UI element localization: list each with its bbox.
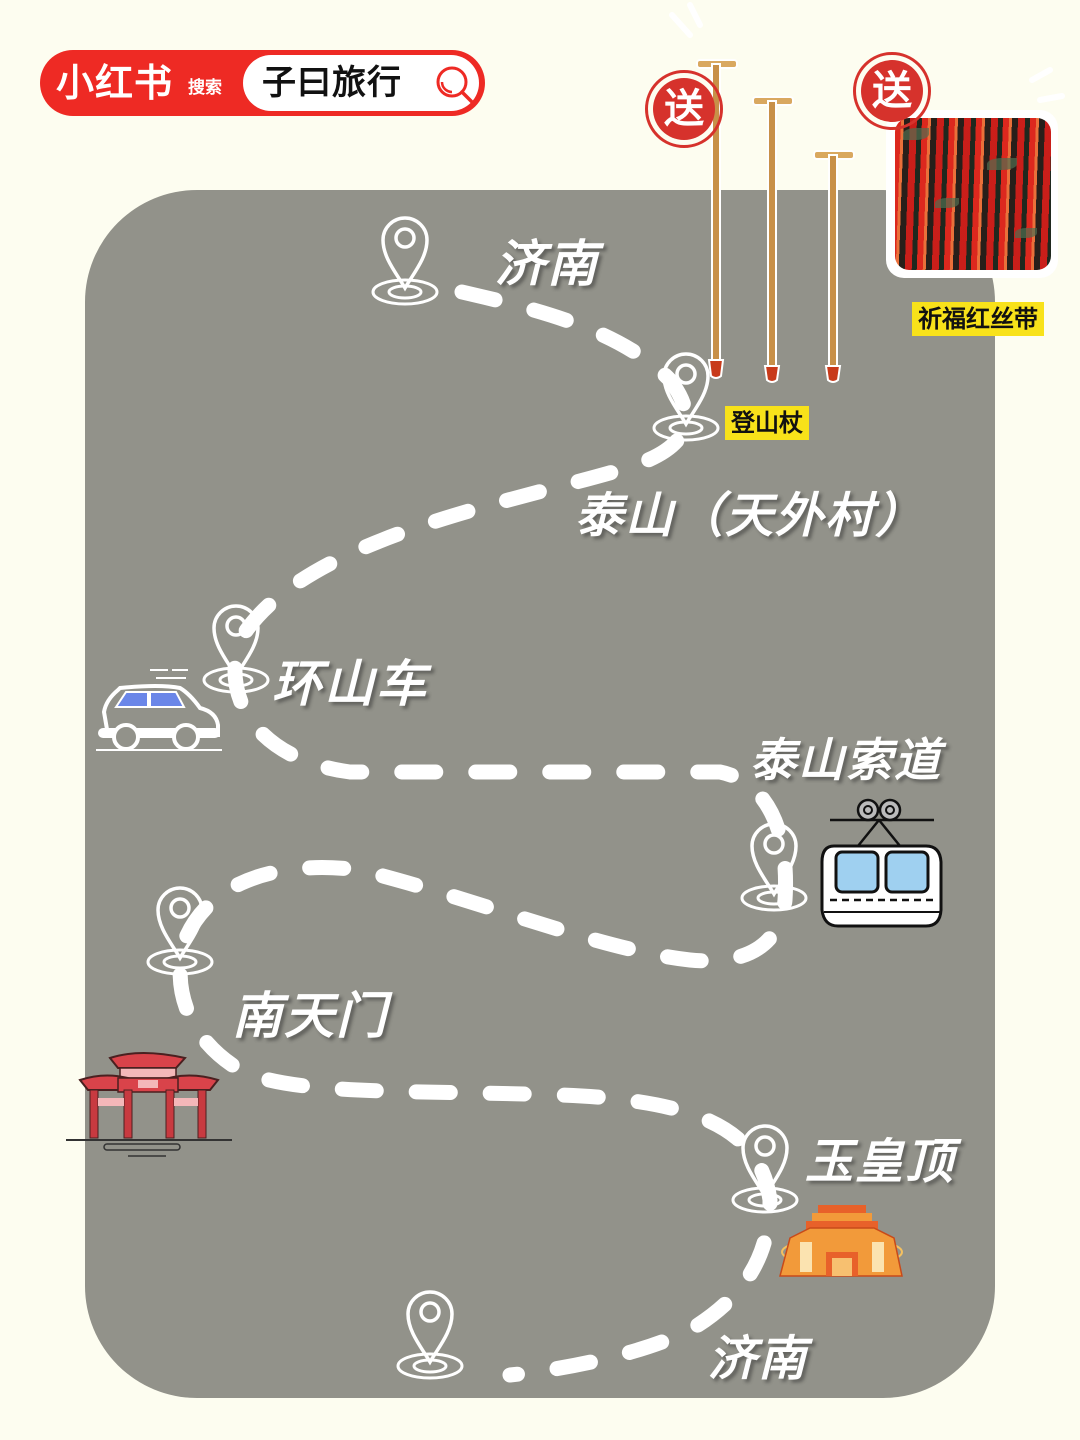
trekking-pole-icon	[696, 59, 738, 379]
search-box[interactable]	[243, 55, 479, 111]
brand-search-label: 搜索	[188, 78, 222, 98]
ribbon-tag: 祈福红丝带	[912, 302, 1044, 336]
brand-name: 小红书	[56, 61, 174, 105]
place-label-taishan-tianwaicun: 泰山（天外村）	[575, 488, 926, 544]
place-label-taishan-suodao: 泰山索道	[750, 733, 942, 787]
location-pin-icon	[146, 886, 214, 976]
trekking-pole-tag: 登山杖	[725, 406, 809, 440]
gift-stamp-label: 送	[653, 78, 715, 140]
place-label-jinan-start: 济南	[495, 235, 599, 293]
trekking-pole-icon	[752, 96, 794, 383]
gift-stamp-pole: 送	[645, 70, 723, 148]
place-label-yuhuangding: 玉皇顶	[805, 1134, 956, 1190]
route-path	[172, 284, 794, 1383]
location-pin-icon	[396, 1290, 464, 1380]
car-icon	[96, 669, 222, 751]
cable-car-icon	[820, 798, 943, 928]
chinese-gate-icon	[66, 1052, 232, 1157]
place-label-huanshanche: 环山车	[272, 655, 428, 713]
map-panel	[85, 190, 995, 1398]
location-pin-icon	[740, 822, 808, 912]
location-pin-icon	[371, 216, 439, 306]
sparkle-icon	[669, 2, 1065, 103]
search-query[interactable]: 子曰旅行	[262, 63, 402, 103]
gift-stamp-label: 送	[861, 60, 923, 122]
place-label-nantianmen: 南天门	[232, 987, 388, 1045]
temple-icon	[779, 1205, 903, 1277]
ribbon-photo	[895, 118, 1051, 270]
gift-stamp-ribbon: 送	[853, 52, 931, 130]
magnifier-icon[interactable]	[432, 62, 476, 106]
trekking-pole-icon	[813, 150, 855, 383]
place-label-jinan-end: 济南	[708, 1331, 809, 1387]
